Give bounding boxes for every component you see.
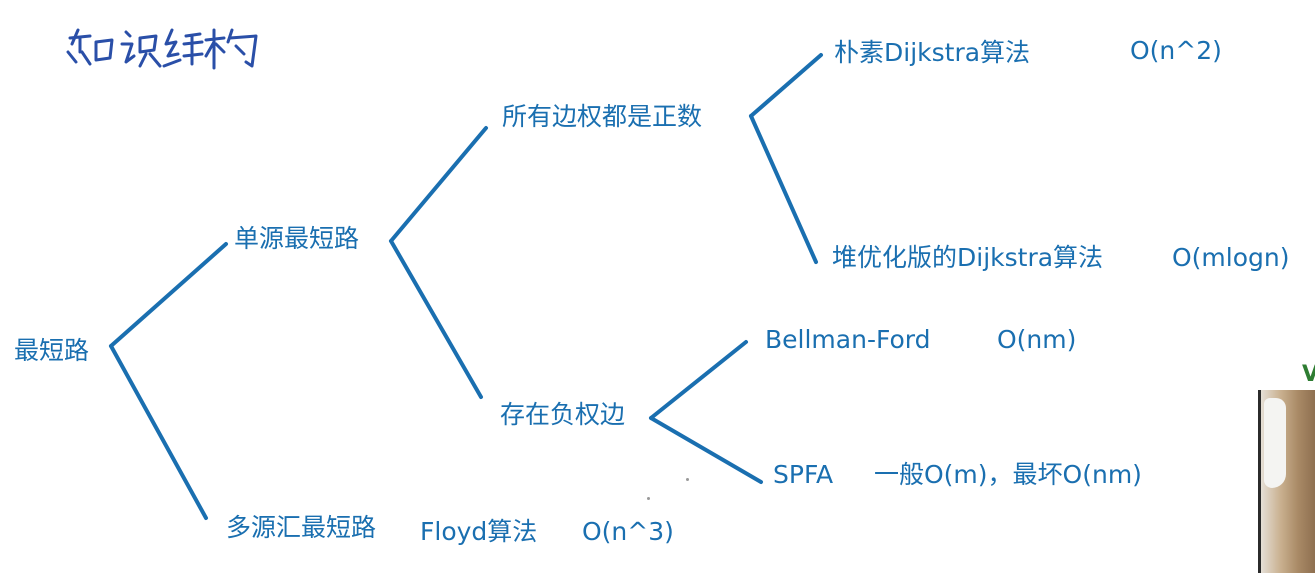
webcam-overlay-letter: V	[1302, 362, 1315, 387]
webcam-frame-edge	[1258, 390, 1261, 573]
handwritten-title	[66, 28, 258, 70]
complexity-naive-dijkstra: O(n^2)	[1130, 36, 1222, 65]
node-spfa: SPFA	[773, 460, 834, 489]
webcam-background-towel	[1264, 398, 1286, 488]
edge-negative-spfa	[649, 416, 763, 484]
node-floyd: Floyd算法	[420, 517, 538, 546]
edge-root-single-source	[109, 242, 228, 348]
stray-mark	[686, 478, 689, 481]
complexity-heap-dijkstra: O(mlogn)	[1172, 243, 1290, 272]
webcam-feed	[1258, 390, 1315, 573]
node-heap-dijkstra: 堆优化版的Dijkstra算法	[832, 243, 1104, 272]
node-positive-weights: 所有边权都是正数	[502, 102, 703, 131]
node-naive-dijkstra: 朴素Dijkstra算法	[834, 38, 1031, 67]
edge-root-multi-source	[109, 344, 208, 520]
edge-positive-naive	[749, 53, 823, 118]
complexity-bellman-ford: O(nm)	[997, 325, 1077, 354]
edge-negative-bellman	[649, 340, 748, 420]
node-multi-source: 多源汇最短路	[226, 513, 377, 542]
complexity-spfa: 一般O(m)，最坏O(nm)	[874, 460, 1142, 489]
node-bellman-ford: Bellman-Ford	[765, 325, 931, 354]
stray-mark	[647, 497, 650, 500]
node-single-source: 单源最短路	[234, 224, 360, 253]
edge-single-positive	[389, 126, 488, 243]
node-negative-weights: 存在负权边	[500, 400, 626, 429]
node-root: 最短路	[14, 336, 90, 365]
edge-positive-heap	[749, 114, 818, 264]
complexity-floyd: O(n^3)	[582, 517, 674, 546]
edge-single-negative	[389, 239, 483, 399]
